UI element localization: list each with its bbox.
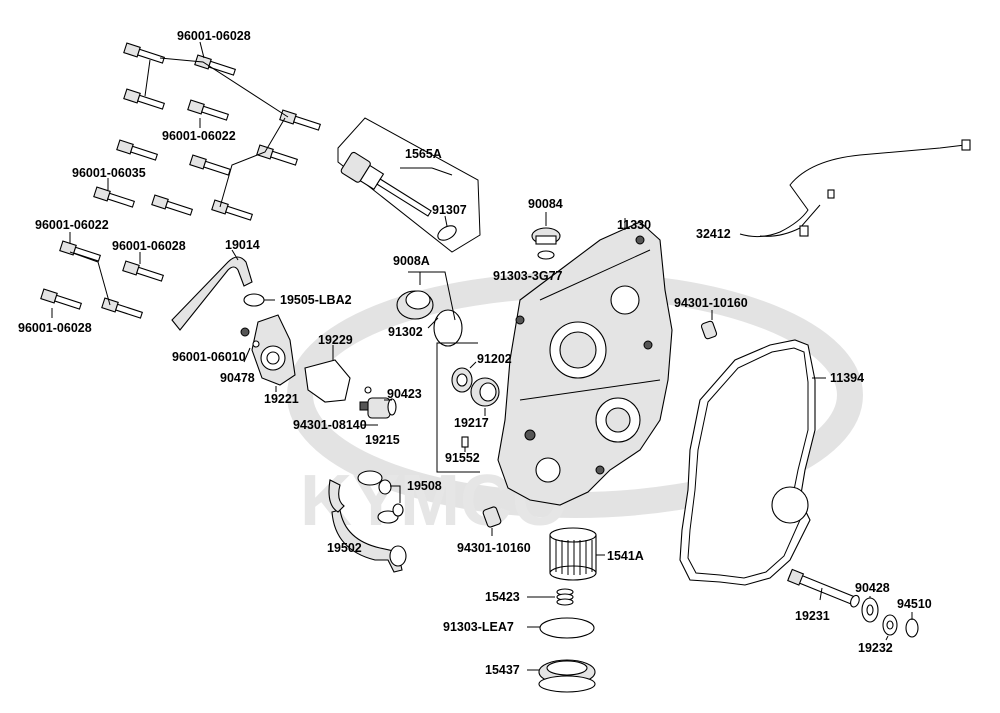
label-19231: 19231 xyxy=(795,609,830,623)
label-96001-06028-b: 96001-06028 xyxy=(112,239,186,253)
label-19217: 19217 xyxy=(454,416,489,430)
clamps-19508 xyxy=(357,470,404,524)
shaft-19231 xyxy=(787,568,860,608)
label-32412: 32412 xyxy=(696,227,731,241)
oring-91303-LEA7 xyxy=(527,617,595,639)
label-11394: 11394 xyxy=(830,371,864,385)
label-96001-06028-a: 96001-06028 xyxy=(177,29,251,43)
label-91552: 91552 xyxy=(445,451,480,465)
dowel-pin-right xyxy=(700,310,718,340)
label-15437: 15437 xyxy=(485,663,520,677)
impeller-19215 xyxy=(359,386,397,426)
plug-90084 xyxy=(531,212,561,260)
gasket-11394 xyxy=(679,339,826,586)
circlip-94510 xyxy=(905,612,919,638)
label-94301-10160-b: 94301-10160 xyxy=(457,541,531,555)
label-91202: 91202 xyxy=(477,352,512,366)
spring-15423 xyxy=(527,588,574,606)
bolt-leaders xyxy=(51,41,289,318)
label-19229: 19229 xyxy=(318,333,353,347)
label-96001-06035: 96001-06035 xyxy=(72,166,146,180)
label-96001-06028-c: 96001-06028 xyxy=(18,321,92,335)
label-96001-06022-a: 96001-06022 xyxy=(162,129,236,143)
cap-9008A xyxy=(396,271,463,347)
filter-cap-15437 xyxy=(527,659,596,693)
label-91307: 91307 xyxy=(432,203,467,217)
bolt-group xyxy=(40,42,322,319)
label-90423: 90423 xyxy=(387,387,422,401)
label-91302: 91302 xyxy=(388,325,423,339)
clamp-19505 xyxy=(243,293,275,307)
oil-filler-cap xyxy=(337,117,481,253)
label-1541A: 1541A xyxy=(607,549,644,563)
label-96001-06022-b: 96001-06022 xyxy=(35,218,109,232)
crankcase-cover-11330 xyxy=(497,218,673,506)
dowel-pin-center xyxy=(482,506,502,536)
hose-19502 xyxy=(328,479,407,573)
label-94510: 94510 xyxy=(897,597,932,611)
seal-bracket xyxy=(436,342,500,473)
label-91303-LEA7: 91303-LEA7 xyxy=(443,620,514,634)
label-1565A: 1565A xyxy=(405,147,442,161)
washer-90428 xyxy=(861,596,879,623)
label-94301-10160-a: 94301-10160 xyxy=(674,296,748,310)
part-labels: 96001-06028 96001-06022 96001-06035 9600… xyxy=(18,29,932,677)
label-91303-3G77: 91303-3G77 xyxy=(493,269,563,283)
gasket-19229 xyxy=(304,345,351,403)
label-96001-06010: 96001-06010 xyxy=(172,350,246,364)
label-19215: 19215 xyxy=(365,433,400,447)
label-90478: 90478 xyxy=(220,371,255,385)
label-19221: 19221 xyxy=(264,392,299,406)
oil-filter-1541A xyxy=(549,527,605,581)
hose-19014 xyxy=(171,249,253,331)
label-19232: 19232 xyxy=(858,641,893,655)
washer-19232 xyxy=(882,614,898,641)
label-9008A: 9008A xyxy=(393,254,430,268)
label-15423: 15423 xyxy=(485,590,520,604)
pump-cover-19221 xyxy=(240,314,296,392)
label-90428: 90428 xyxy=(855,581,890,595)
label-90084: 90084 xyxy=(528,197,563,211)
label-19505-LBA2: 19505-LBA2 xyxy=(280,293,352,307)
label-19014: 19014 xyxy=(225,238,260,252)
label-11330: 11330 xyxy=(617,218,651,232)
label-94301-08140: 94301-08140 xyxy=(293,418,367,432)
cable-32412 xyxy=(739,139,971,238)
label-19508: 19508 xyxy=(407,479,442,493)
label-19502: 19502 xyxy=(327,541,362,555)
